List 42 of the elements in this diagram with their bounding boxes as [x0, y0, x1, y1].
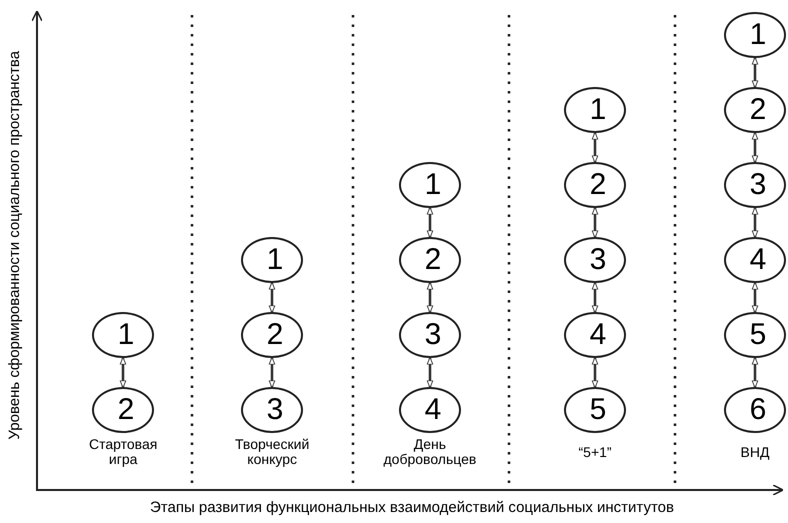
- double-arrow: [268, 356, 276, 388]
- double-arrow: [592, 132, 598, 164]
- double-arrow: [426, 356, 434, 388]
- numbered-ellipse: 6: [724, 387, 786, 433]
- double-arrow: [120, 356, 126, 388]
- numbered-ellipse: 2: [241, 312, 303, 358]
- double-arrow: [268, 282, 276, 314]
- column-label: “5+1”: [578, 444, 612, 460]
- numbered-ellipse: 3: [241, 387, 303, 433]
- column-label: Творческий конкурс: [235, 436, 310, 468]
- y-axis-title: Уровень сформированности социального пространства: [6, 50, 24, 440]
- x-axis-title: Этапы развития функциональных взаимодействий социальных институтов: [150, 500, 674, 516]
- numbered-ellipse: 1: [241, 237, 303, 283]
- numbered-ellipse: 2: [399, 237, 461, 283]
- column-label: Стартовая игра: [89, 436, 158, 468]
- double-arrow: [752, 132, 758, 164]
- double-arrow: [592, 282, 598, 314]
- numbered-ellipse: 1: [399, 162, 461, 208]
- numbered-ellipse: 3: [399, 312, 461, 358]
- column-label: ВНД: [740, 444, 770, 460]
- double-arrow: [426, 282, 434, 314]
- numbered-ellipse: 3: [724, 162, 786, 208]
- double-arrow: [592, 206, 598, 238]
- numbered-ellipse: 2: [724, 87, 786, 133]
- double-arrow: [752, 206, 758, 238]
- numbered-ellipse: 5: [564, 387, 626, 433]
- numbered-ellipse: 2: [564, 162, 626, 208]
- double-arrow: [426, 206, 434, 238]
- numbered-ellipse: 2: [92, 387, 154, 433]
- column-label: День добровольцев: [384, 436, 476, 468]
- numbered-ellipse: 4: [564, 312, 626, 358]
- numbered-ellipse: 1: [724, 12, 786, 58]
- numbered-ellipse: 3: [564, 237, 626, 283]
- numbered-ellipse: 4: [399, 387, 461, 433]
- numbered-ellipse: 4: [724, 237, 786, 283]
- double-arrow: [752, 356, 758, 388]
- double-arrow: [752, 56, 758, 88]
- double-arrow: [592, 356, 598, 388]
- double-arrow: [752, 282, 758, 314]
- numbered-ellipse: 5: [724, 312, 786, 358]
- numbered-ellipse: 1: [564, 87, 626, 133]
- numbered-ellipse: 1: [92, 312, 154, 358]
